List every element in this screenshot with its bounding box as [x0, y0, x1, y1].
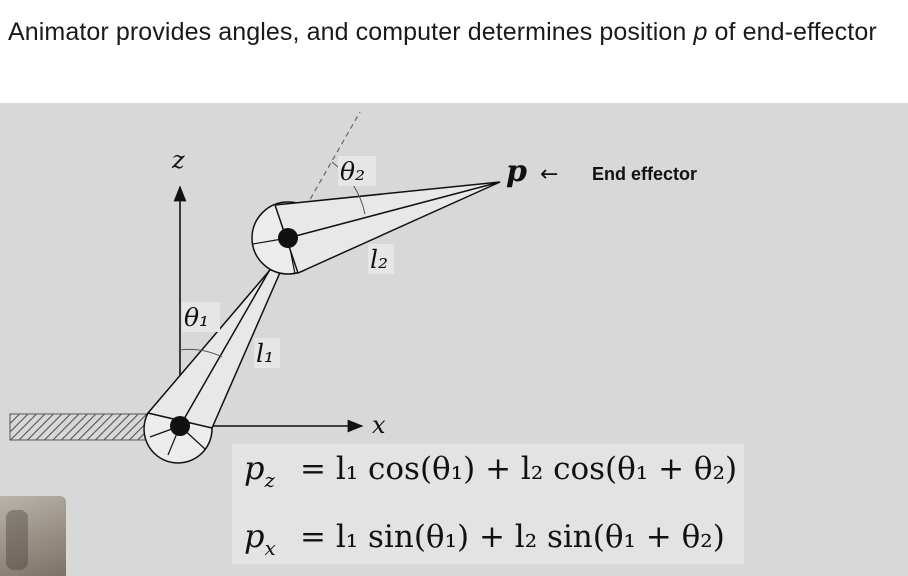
kinematics-diagram: z x θ₁ θ₂ l₁ l₂ p ← End effector pz = l₁… — [9, 111, 744, 564]
webcam-thumbnail — [0, 496, 66, 576]
end-effector-label: End effector — [592, 164, 697, 184]
end-effector-point-label: p — [506, 154, 527, 189]
dashed-extension — [287, 111, 361, 239]
length2-label: l₂ — [370, 245, 388, 274]
z-axis-label: z — [171, 146, 185, 174]
end-effector-arrow: ← — [540, 162, 558, 187]
ground-base — [9, 413, 149, 441]
title-suffix: of end-effector — [707, 18, 877, 46]
equation-px-rhs: = l₁ sin(θ₁) + l₂ sin(θ₁ + θ₂) — [300, 519, 725, 555]
kinematics-figure: z x θ₁ θ₂ l₁ l₂ p ← End effector pz = l₁… — [0, 103, 908, 576]
base-joint-center — [170, 416, 190, 436]
elbow-joint-center — [278, 228, 298, 248]
webcam-figure — [6, 510, 28, 570]
title-prefix: Animator provides angles, and computer d… — [8, 18, 694, 46]
equations-box — [232, 444, 744, 564]
title-variable-p: p — [693, 18, 708, 46]
base-joint-disc — [143, 412, 213, 464]
theta1-label: θ₁ — [184, 303, 209, 332]
length1-label: l₁ — [256, 339, 274, 368]
equation-pz-rhs: = l₁ cos(θ₁) + l₂ cos(θ₁ + θ₂) — [300, 451, 737, 487]
slide-title: Animator provides angles, and computer d… — [8, 16, 888, 48]
x-axis-label: x — [372, 411, 386, 439]
theta2-label: θ₂ — [340, 157, 365, 186]
theta1-arc — [179, 348, 223, 358]
